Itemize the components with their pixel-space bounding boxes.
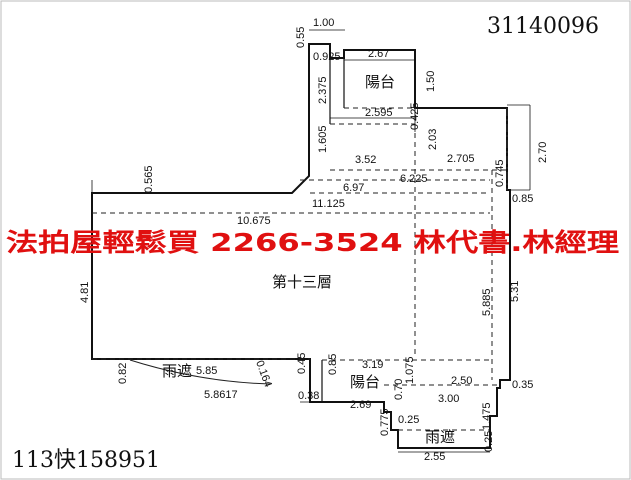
dim-0-425: 0.425 <box>409 102 421 130</box>
dim-1-50: 1.50 <box>425 71 437 92</box>
dim-5-31: 5.31 <box>509 281 521 302</box>
dim-0-925: 0.925 <box>313 51 341 63</box>
serial-number: 31140096 <box>487 14 599 39</box>
dim-5-885: 5.885 <box>481 288 493 316</box>
dim-2-69: 2.69 <box>350 399 371 411</box>
floor-label: 第十三層 <box>272 273 332 291</box>
dim-4-81: 4.81 <box>79 282 91 303</box>
dim-0-25-mid: 0.25 <box>398 414 419 426</box>
dim-0-85-right: 0.85 <box>512 193 533 205</box>
dim-0-38: 0.38 <box>298 390 319 402</box>
dim-0-35: 0.35 <box>512 379 533 391</box>
dim-0-55: 0.55 <box>295 27 307 48</box>
dim-1-605: 1.605 <box>317 125 329 153</box>
balcony-top-label: 陽台 <box>365 73 395 91</box>
dim-0-745: 0.745 <box>494 159 506 187</box>
dim-0-775: 0.775 <box>379 408 391 436</box>
ad-banner: 法拍屋輕鬆買 2266-3524 林代書.林經理 <box>6 228 619 257</box>
dim-1-475: 1.475 <box>481 402 493 430</box>
dim-3-19: 3.19 <box>362 359 383 371</box>
dim-2-67: 2.67 <box>368 48 389 60</box>
dim-2-375: 2.375 <box>317 76 329 104</box>
dim-6-225: 6.225 <box>400 173 428 185</box>
dim-1-075: 1.075 <box>404 356 416 384</box>
interior-lines <box>309 58 345 402</box>
canopy-bottom-label: 雨遮 <box>425 428 455 446</box>
canopy-left-label: 雨遮 <box>162 362 192 380</box>
dim-2-55: 2.55 <box>424 451 445 463</box>
dim-11-125: 11.125 <box>312 198 345 210</box>
dim-5-85: 5.85 <box>196 365 217 377</box>
main-floor-outline <box>91 43 511 449</box>
dim-0-45: 0.45 <box>296 353 308 374</box>
dim-3-00: 3.00 <box>438 393 459 405</box>
canopy-curve <box>129 359 271 385</box>
dim-2-705: 2.705 <box>447 153 475 165</box>
dim-10-675: 10.675 <box>237 215 271 227</box>
dim-0-70: 0.70 <box>393 379 405 400</box>
dim-5-8617: 5.8617 <box>204 389 238 401</box>
dim-0-85-bottom: 0.85 <box>327 354 339 375</box>
dim-0-25-right: 0.25 <box>483 431 495 452</box>
dim-6-97: 6.97 <box>343 182 364 194</box>
case-number: 113快158951 <box>12 448 160 473</box>
dimension-lines <box>91 29 531 453</box>
dim-3-52: 3.52 <box>355 154 376 166</box>
balcony-bottom-label: 陽台 <box>350 373 380 391</box>
dim-1-00: 1.00 <box>313 17 334 29</box>
dim-0-164: 0.164 <box>253 359 274 389</box>
dim-2-03: 2.03 <box>427 129 439 150</box>
dim-0-82: 0.82 <box>117 363 129 384</box>
dim-2-50: 2.50 <box>451 375 472 387</box>
dim-2-70: 2.70 <box>537 142 549 163</box>
dim-0-565: 0.565 <box>143 165 155 193</box>
dim-2-595: 2.595 <box>365 107 393 119</box>
dashed-lines <box>92 107 507 431</box>
